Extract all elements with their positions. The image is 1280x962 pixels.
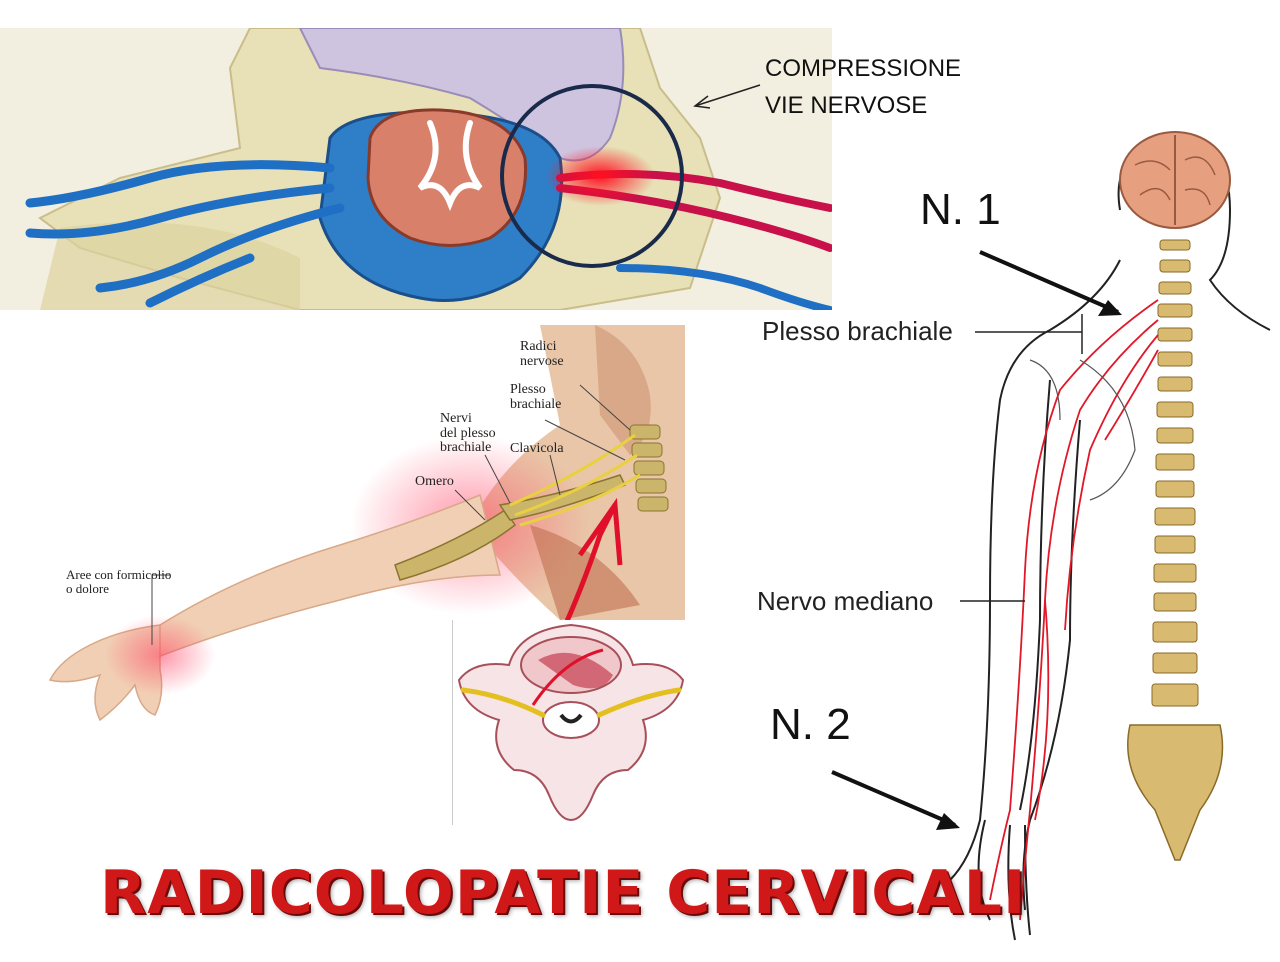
inset-nerve-roots — [460, 687, 682, 718]
page-title: RADICOLOPATIE CERVICALI — [100, 858, 1027, 928]
label-aree-dolore: Aree con formicolio o dolore — [66, 567, 172, 596]
label-nervi-plesso: Nervi del plesso brachiale — [440, 411, 496, 456]
label-plesso-brachiale: Plesso brachiale — [762, 316, 953, 346]
cervical-vertebrae — [629, 424, 669, 512]
vertebra-inset-panel — [452, 620, 689, 825]
vertebra-inset-illustration — [457, 623, 685, 822]
spinal-cord — [366, 108, 528, 247]
spine-cross-section-illustration — [25, 28, 832, 310]
body-outline — [949, 138, 1271, 941]
body-nerve-panel — [930, 120, 1275, 960]
spine-cross-section-panel — [0, 28, 832, 310]
marker-n2: N. 2 — [770, 700, 851, 749]
humerus — [394, 508, 517, 581]
compression-glow — [545, 146, 655, 206]
left-nerve-roots — [25, 160, 345, 308]
label-plesso-brachiale-arm: Plesso brachiale — [510, 382, 562, 412]
label-radici-nervose: Radici nervose — [520, 339, 564, 369]
vertebral-column — [1151, 239, 1199, 707]
arm-illustration — [48, 325, 685, 722]
callout-line-2: VIE NERVOSE — [765, 92, 928, 120]
compression-circle — [500, 84, 684, 268]
label-clavicola: Clavicola — [510, 441, 564, 456]
label-omero: Omero — [415, 474, 454, 489]
brachial-plexus-nerves — [509, 433, 641, 527]
callout-line-1: COMPRESSIONE — [765, 55, 962, 82]
body-nerve-illustration — [949, 131, 1271, 941]
compression-callout: COMPRESSIONE VIE NERVOSE — [765, 50, 961, 124]
label-nervo-mediano: Nervo mediano — [757, 586, 934, 616]
sacrum — [1127, 724, 1224, 861]
label-leader-lines — [151, 384, 631, 645]
marker-n1: N. 1 — [920, 185, 1001, 234]
red-nerve-paths — [989, 299, 1159, 921]
arm-panel — [40, 325, 690, 745]
